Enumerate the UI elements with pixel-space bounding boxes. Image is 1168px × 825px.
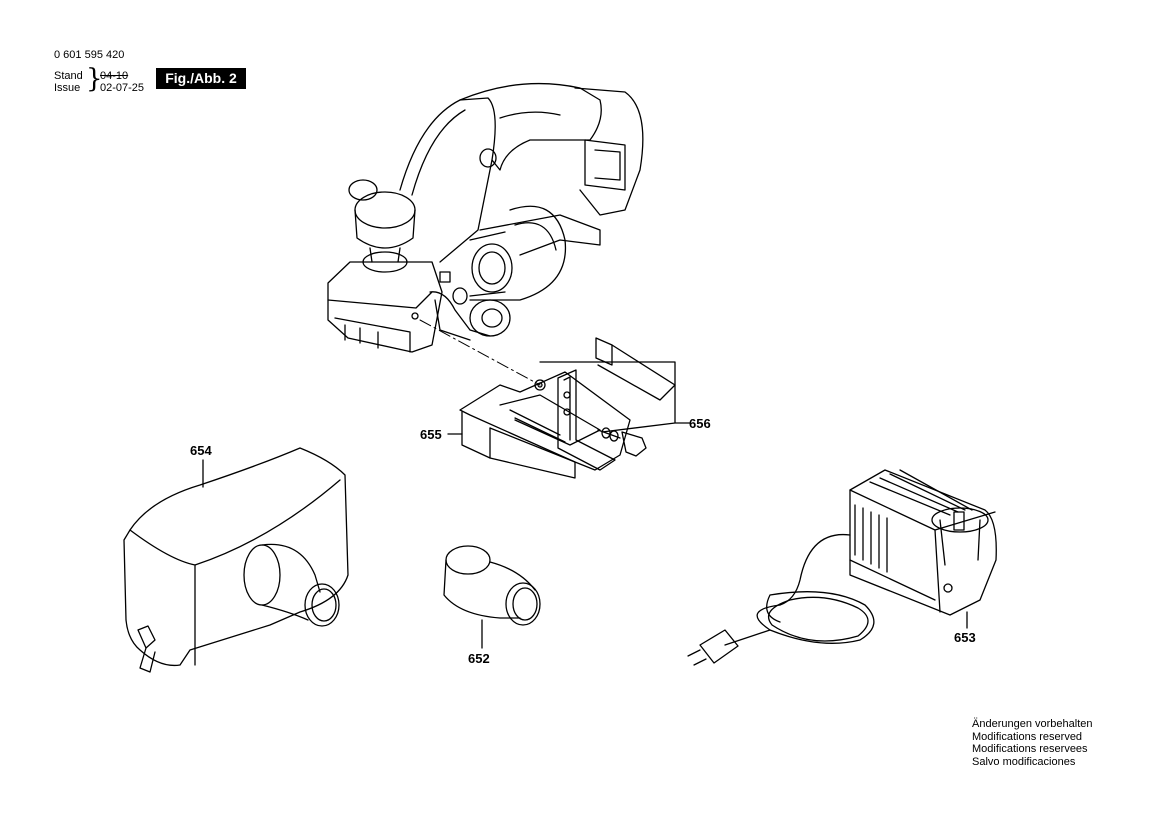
- callout-656: 656: [689, 416, 711, 431]
- callout-653: 653: [954, 630, 976, 645]
- issue-label: Issue: [54, 82, 81, 94]
- dust-bag-drawing: [123, 447, 349, 673]
- callout-654: 654: [190, 443, 212, 458]
- note-line: Salvo modificaciones: [972, 755, 1076, 768]
- figure-badge: Fig./Abb. 2: [156, 68, 246, 89]
- guide-line: [419, 319, 541, 386]
- issue-value: 02-07-25: [100, 82, 145, 94]
- brace-icon: }: [86, 64, 103, 94]
- planer-drawing: [327, 82, 644, 353]
- note-line: Modifications reserved: [972, 730, 1083, 743]
- adapter-drawing: [443, 545, 541, 649]
- parallel-guide-drawing: [447, 337, 691, 479]
- callout-652: 652: [468, 651, 490, 666]
- callout-655: 655: [420, 427, 442, 442]
- part-number: 0 601 595 420: [54, 49, 125, 61]
- stand-label: Stand: [54, 70, 83, 82]
- note-line: Änderungen vorbehalten: [972, 718, 1093, 730]
- stand-value: 04-10: [100, 70, 129, 82]
- charger-drawing: [687, 469, 997, 666]
- note-line: Modifications reservees: [972, 743, 1088, 755]
- modifications-note: Änderungen vorbehalten Modifications res…: [972, 718, 1092, 768]
